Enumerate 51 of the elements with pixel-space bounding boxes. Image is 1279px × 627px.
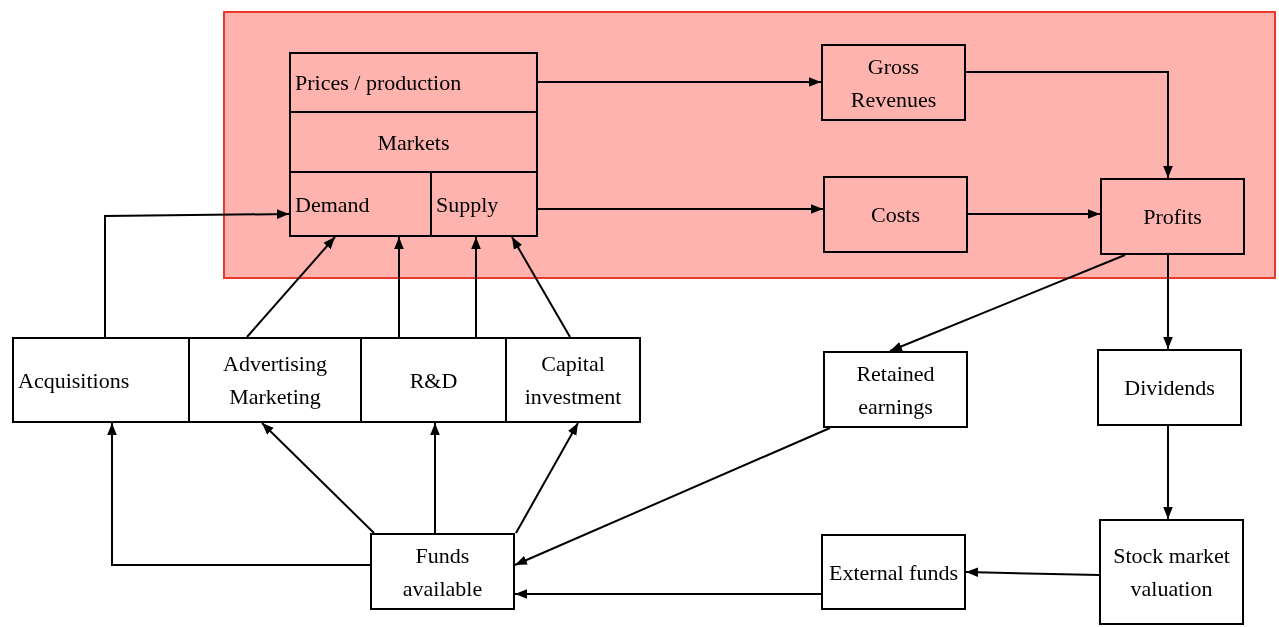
box-label: Markets [376,128,451,157]
arrow [967,209,1101,219]
arrow [107,422,371,566]
process-box [821,534,966,610]
arrow [1163,254,1173,350]
arrow [537,77,822,87]
box-label: Retained earnings [855,359,936,421]
box-label: Demand [294,190,371,219]
process-box [1099,519,1244,625]
arrow [430,422,440,534]
process-box [821,44,966,121]
arrow [514,427,831,566]
box-label: Funds available [401,541,484,603]
box-label: Prices / production [294,69,463,97]
box-label: Advertising Marketing [222,350,328,411]
box-label: Costs [870,201,921,229]
process-box [1097,349,1242,426]
arrow [246,236,336,338]
box-label: R&D [408,366,459,395]
box-label: Supply [435,190,500,219]
box-label: Acquisitions [17,366,131,395]
process-box [289,111,538,173]
arrow [261,422,375,534]
process-box [289,171,432,237]
arrow [537,204,824,214]
process-box [823,351,968,428]
arrow [965,567,1100,578]
arrow [515,422,579,534]
process-box [505,337,641,423]
process-box [360,337,507,423]
arrow [471,236,481,338]
arrow [1163,425,1173,520]
process-box [430,171,538,237]
arrow [511,236,571,338]
box-label: Profits [1142,203,1203,231]
process-box [188,337,362,423]
box-label: External funds [828,558,959,587]
process-box [1100,178,1245,255]
highlight-band [223,11,1276,279]
box-label: Capital investment [523,350,623,411]
box-label: Gross Revenues [849,52,938,114]
box-label: Dividends [1123,374,1216,402]
process-box [289,52,538,113]
arrow [514,589,822,599]
arrow [104,209,290,338]
arrow [394,236,404,338]
process-box [12,337,190,423]
process-box [370,533,515,610]
box-label: Stock market valuation [1112,542,1231,603]
arrow [965,71,1173,179]
process-box [823,176,968,253]
